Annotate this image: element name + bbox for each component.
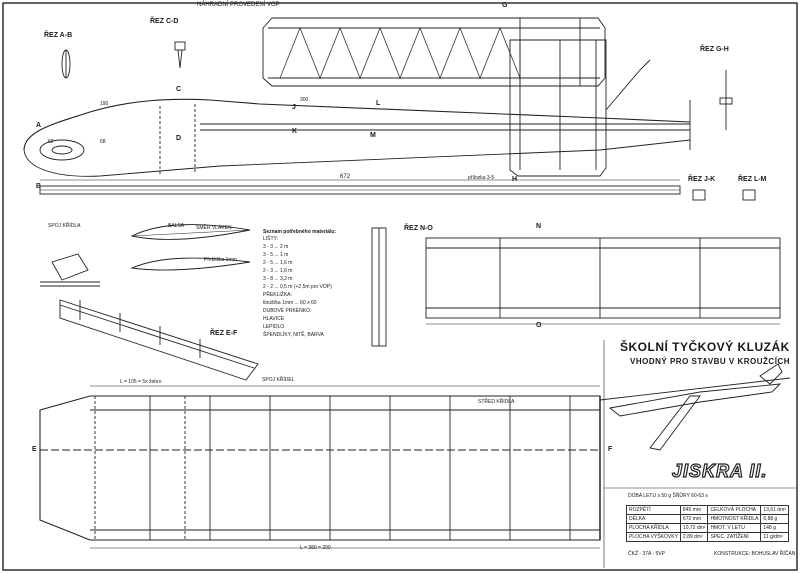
wing-dihedral-section xyxy=(59,299,259,381)
letter-m: M xyxy=(370,132,376,139)
spec-label: HMOTNOST KŘÍDLA xyxy=(707,514,762,524)
section-g-h-drawing xyxy=(719,70,733,130)
fuselage-side-view xyxy=(23,39,691,177)
table-row: PLOCHA VÝŠKOVKY 2,89 dm² SPEC. ZATÍŽENÍ … xyxy=(626,532,789,542)
dim-rib-spacing: L = 105 = 5x žebro xyxy=(120,379,162,385)
spec-value: 2,89 dm² xyxy=(679,532,709,542)
material-line: 2 - 3 ... 1,6 m xyxy=(263,268,293,274)
table-row: DÉLKA 672 mm HMOTNOST KŘÍDLA 6,88 g xyxy=(626,514,789,524)
glider-illustration xyxy=(599,363,791,451)
spec-value: 11 g/dm² xyxy=(760,532,789,542)
material-line: 3 - 5 ... 1 m xyxy=(263,252,289,258)
note-balsa: BALSA xyxy=(168,223,185,229)
material-list: Seznam potřebného materiálu: LIŠTY: 3 - … xyxy=(263,230,368,341)
designer-credit: KONSTRUKCE: BOHUSLAV ŘÍČAN xyxy=(714,551,796,557)
spec-value: 672 mm xyxy=(679,514,709,524)
dim-300: 300 xyxy=(300,97,309,103)
section-label-a-b: ŘEZ A-B xyxy=(44,32,73,39)
material-line: LEPIDLO xyxy=(263,324,285,330)
material-line: ŠPENDLÍKY, NITĚ, BARVA xyxy=(263,332,324,338)
dim-68: 68 xyxy=(100,139,106,145)
letter-c: C xyxy=(176,86,182,93)
plan-number: ČKŽ - 37A - 5VP xyxy=(628,551,665,557)
dim-62: 62 xyxy=(48,139,54,145)
table-row: ROZPĚTÍ 845 mm CELKOVÁ PLOCHA 13,61 dm² xyxy=(626,505,789,515)
material-line: 2 - 5 ... 1,6 m xyxy=(263,260,293,266)
spec-label: ROZPĚTÍ xyxy=(626,505,681,515)
dim-wing-span: L = 380 = 200 xyxy=(300,545,331,551)
spec-value: 13,61 dm² xyxy=(760,505,789,515)
letter-o: O xyxy=(536,322,542,329)
material-line: tloušťka 1mm ... 60 x 60 xyxy=(263,300,317,306)
plan-title: ŠKOLNÍ TYČKOVÝ KLUZÁK xyxy=(620,340,790,354)
letter-b: B xyxy=(36,183,42,190)
section-label-j-k: ŘEZ J-K xyxy=(688,176,716,183)
spec-label: PLOCHA VÝŠKOVKY xyxy=(626,532,681,542)
note-wing-center: STŘED KŘÍDLA xyxy=(478,399,515,405)
material-line: PŘEKLIŽKA: xyxy=(263,292,292,298)
letter-d: D xyxy=(176,135,182,142)
wing-plan xyxy=(39,385,601,549)
dim-672: 672 xyxy=(340,174,351,180)
horizontal-tail-plan xyxy=(262,17,606,87)
note-wing-joint: SPOJ KŘÍDLA xyxy=(48,223,81,229)
letter-j: J xyxy=(292,104,296,111)
stabilizer-section-n-o xyxy=(425,237,781,325)
spec-label: HMOT. V LETU xyxy=(707,523,762,533)
letter-n: N xyxy=(536,223,542,230)
spec-value: 845 mm xyxy=(679,505,709,515)
letter-f: F xyxy=(608,446,613,453)
note-alternate-tail: NÁHRADNÍ PROVEDENÍ VOP xyxy=(197,2,280,8)
section-l-m-drawing xyxy=(742,189,756,201)
spec-table: ROZPĚTÍ 845 mm CELKOVÁ PLOCHA 13,61 dm² … xyxy=(626,505,789,542)
spec-value: 148 g xyxy=(760,523,789,533)
material-line: LIŠTY: xyxy=(263,236,279,242)
letter-e: E xyxy=(32,446,37,453)
material-line: DUBOVÉ PRKÉNKO: xyxy=(263,308,312,314)
letter-l: L xyxy=(376,100,381,107)
material-line: 2 - 2 ... 0,5 m (+2,5m pro VOP) xyxy=(263,284,332,290)
section-label-l-m: ŘEZ L-M xyxy=(738,176,767,183)
section-label-c-d: ŘEZ C-D xyxy=(150,18,179,25)
section-label-e-f: ŘEZ E-F xyxy=(210,330,238,337)
spec-label: SPEC. ZATÍŽENÍ xyxy=(707,532,762,542)
letter-k: K xyxy=(292,128,298,135)
dim-190: 190 xyxy=(100,101,109,107)
spec-value: 10,72 dm² xyxy=(679,523,709,533)
letter-g: G xyxy=(502,2,508,9)
spec-label: PLOCHA KŘÍDLA xyxy=(626,523,681,533)
material-line: HLAVICE xyxy=(263,316,285,322)
spec-value: 6,88 g xyxy=(760,514,789,524)
letter-h: H xyxy=(512,176,518,183)
section-label-n-o: ŘEZ N-O xyxy=(404,225,433,232)
plan-subtitle: VHODNÝ PRO STAVBU V KROUŽCÍCH xyxy=(630,357,790,366)
material-line: 3 - 8 ... 3,2 m xyxy=(263,276,293,282)
material-line: 3 - 3 ... 2 m xyxy=(263,244,289,250)
note-doubler: přílozka 3-5 xyxy=(468,175,495,181)
note-plywood: Překližka 1mm xyxy=(204,257,237,263)
note-wings-joint: SPOJ KŘÍDEL xyxy=(262,377,295,383)
section-j-k-drawing xyxy=(692,189,706,201)
model-name: JISKRA II. xyxy=(671,461,768,481)
vertical-strip xyxy=(371,227,387,347)
flight-time-header: DOBA LETU s 50 g ŠŇŮRY 60-63 s xyxy=(628,493,708,499)
wing-joint-detail xyxy=(40,253,100,287)
rib-profiles xyxy=(130,224,251,271)
table-row: PLOCHA KŘÍDLA 10,72 dm² HMOT. V LETU 148… xyxy=(626,523,789,533)
fuselage-stick xyxy=(39,179,681,195)
material-list-heading: Seznam potřebného materiálu: xyxy=(263,229,337,235)
section-a-b-drawing xyxy=(61,49,71,79)
letter-a: A xyxy=(36,122,42,129)
title-block-frame xyxy=(603,340,797,568)
spec-label: DÉLKA xyxy=(626,514,681,524)
spec-label: CELKOVÁ PLOCHA xyxy=(707,505,762,515)
note-grain-direction: SMĚR VLÁKEN xyxy=(196,225,232,231)
section-c-d-drawing xyxy=(174,41,186,69)
section-label-g-h: ŘEZ G-H xyxy=(700,46,729,53)
